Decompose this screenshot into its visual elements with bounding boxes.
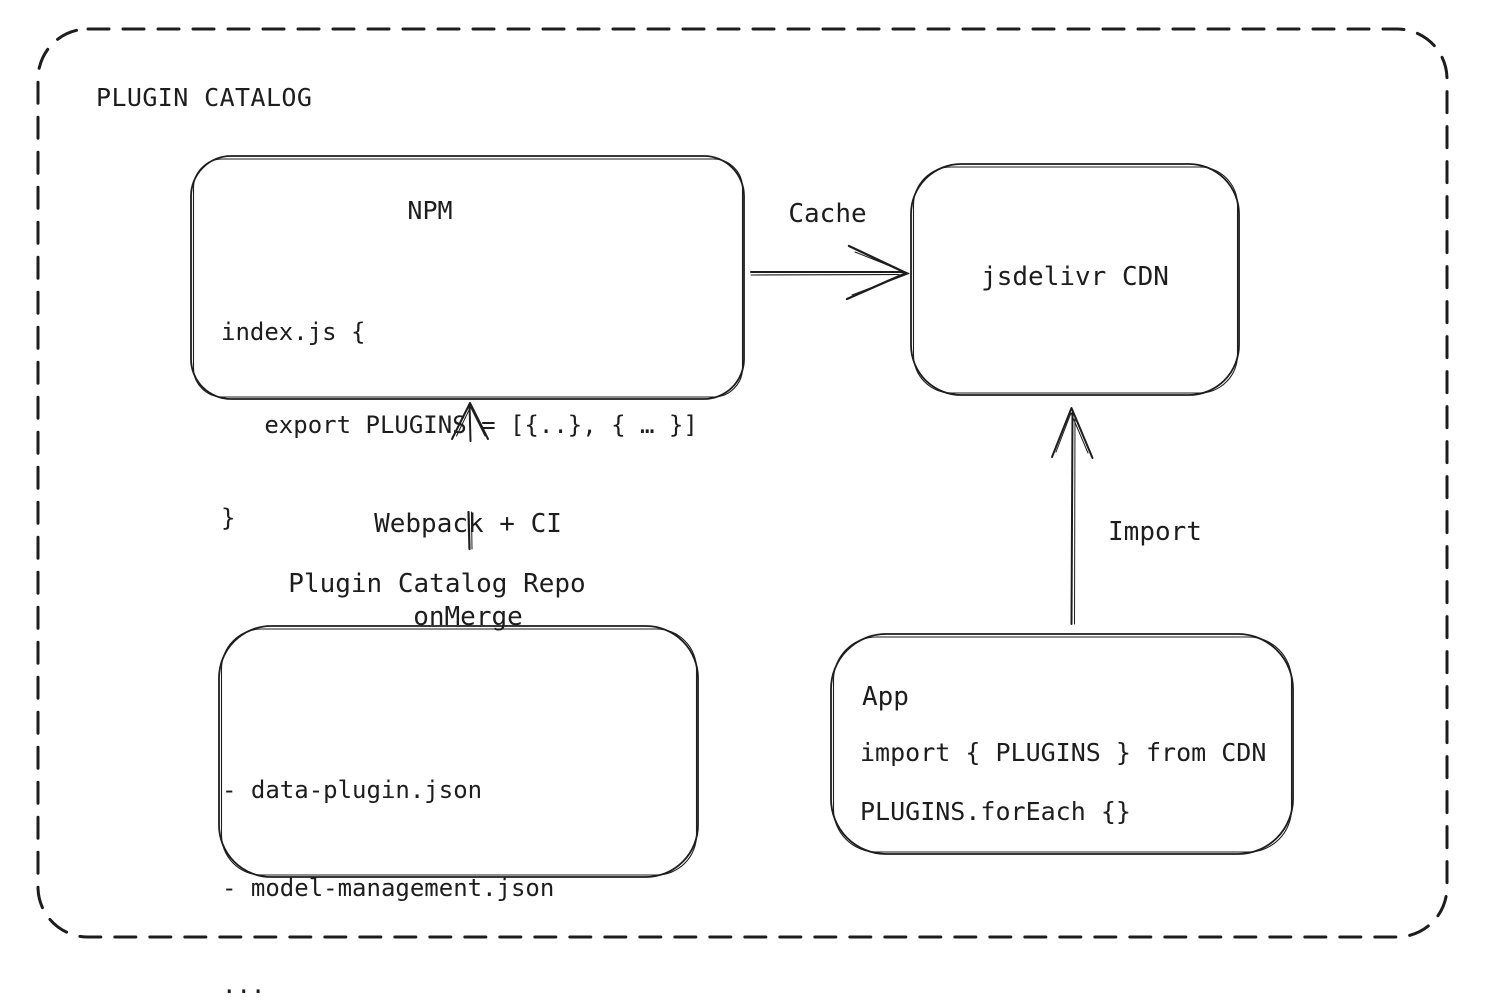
build-arrow-tail — [467, 510, 471, 551]
app-box — [830, 633, 1294, 855]
cache-arrow-shaft-echo — [750, 273, 900, 276]
npm-box — [190, 155, 745, 400]
build-arrow-label-line-1: Webpack + CI — [374, 509, 562, 539]
cache-arrowhead — [845, 244, 908, 301]
import-arrow-shaft — [1070, 412, 1074, 625]
npm-code-block: index.js { export PLUGINS = [{..}, { … }… — [221, 255, 698, 596]
cache-arrow-label: Cache — [788, 199, 867, 229]
build-arrow-label-line-2: onMerge — [413, 602, 523, 632]
import-arrowhead-echo — [1055, 412, 1089, 454]
build-arrow-tail-echo — [471, 511, 473, 550]
cdn-box — [910, 163, 1240, 396]
repo-box-echo — [220, 628, 698, 876]
repo-file-item: - model-management.json — [222, 873, 555, 902]
import-arrow-shaft-echo — [1074, 417, 1076, 625]
build-arrow-shaft — [468, 403, 472, 442]
import-arrow-label: Import — [1108, 517, 1202, 547]
cache-arrowhead-echo — [851, 251, 910, 296]
app-box-echo — [832, 636, 1293, 853]
cdn-box-echo — [912, 166, 1239, 394]
app-box-title: App — [862, 682, 909, 712]
repo-file-item: - data-plugin.json — [222, 776, 483, 804]
build-arrowhead-echo — [456, 406, 486, 437]
repo-file-list: - data-plugin.json - model-management.js… — [222, 709, 554, 1002]
npm-code-line-3: } — [221, 504, 236, 532]
npm-code-line-1: index.js { — [221, 318, 366, 346]
cdn-box-title: jsdelivr CDN — [981, 262, 1169, 292]
plugin-catalog-boundary — [36, 27, 1449, 939]
repo-file-item-ellipsis: ... — [222, 971, 266, 999]
import-arrowhead — [1051, 407, 1094, 459]
diagram-title: PLUGIN CATALOG — [96, 83, 313, 112]
npm-box-echo — [192, 158, 744, 398]
npm-box-title: NPM — [407, 196, 453, 225]
npm-code-line-2: export PLUGINS = [{..}, { … }] — [221, 411, 698, 439]
repo-label: Plugin Catalog Repo — [288, 569, 586, 599]
repo-box — [218, 625, 699, 878]
build-arrow-label: Webpack + CI onMerge — [348, 447, 588, 695]
app-code-line-1: import { PLUGINS } from CDN — [860, 738, 1267, 767]
app-code-line-2: PLUGINS.forEach {} — [860, 797, 1131, 826]
build-arrowhead — [451, 402, 489, 440]
